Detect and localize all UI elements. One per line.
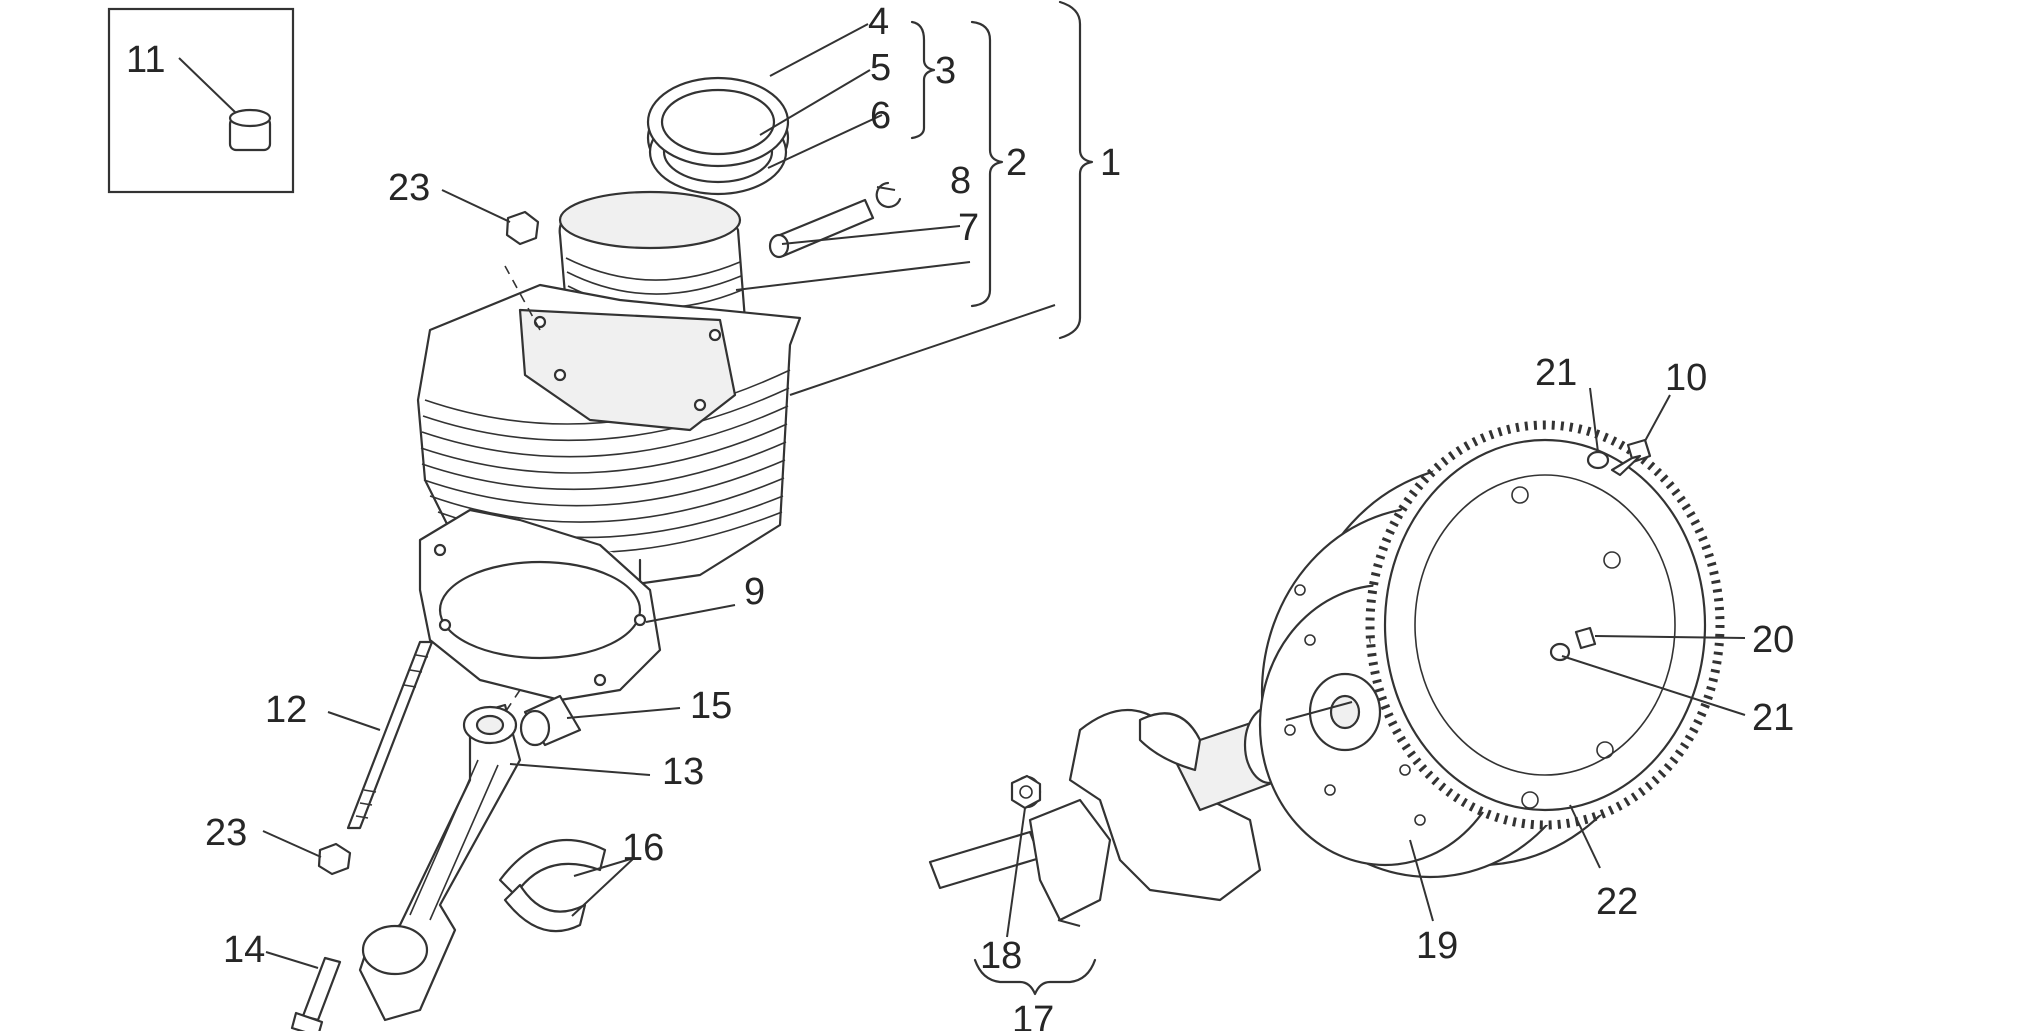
callout-7: 7 [958, 207, 979, 249]
stud [346, 640, 434, 830]
callout-2: 2 [1006, 142, 1027, 184]
brace-2 [970, 20, 1004, 308]
piston-pin [768, 198, 875, 259]
part-20-bolt [1574, 626, 1597, 650]
callout-20: 20 [1752, 619, 1794, 661]
bearing-shells [498, 838, 607, 933]
callout-21-lower: 21 [1752, 697, 1794, 739]
connecting-rod [358, 703, 522, 1022]
callout-6: 6 [870, 95, 891, 137]
callout-labels: 1 2 3 4 5 6 7 8 9 10 11 12 13 14 15 16 1… [126, 1, 1794, 1031]
callout-12: 12 [265, 689, 307, 731]
callout-3: 3 [935, 50, 956, 92]
base-gasket [418, 508, 662, 702]
callout-13: 13 [662, 751, 704, 793]
callout-21-upper: 21 [1535, 352, 1577, 394]
callout-22: 22 [1596, 881, 1638, 923]
brace-1 [1058, 0, 1094, 340]
piston-rings [646, 76, 790, 196]
callout-19: 19 [1416, 925, 1458, 967]
callout-23-upper: 23 [388, 167, 430, 209]
inset-box [107, 7, 295, 194]
conrod-bolt [290, 956, 342, 1031]
callout-11: 11 [126, 39, 165, 81]
ring-gear [1365, 420, 1725, 830]
callout-8: 8 [950, 160, 971, 202]
brace-3 [910, 20, 936, 140]
callout-16: 16 [622, 827, 664, 869]
callout-17: 17 [1012, 999, 1054, 1031]
callout-5: 5 [870, 47, 891, 89]
callout-23-lower: 23 [205, 812, 247, 854]
nut-upper [505, 210, 540, 246]
part-11-cap [228, 108, 272, 152]
callout-10: 10 [1665, 357, 1707, 399]
nut-lower [317, 842, 352, 876]
callout-9: 9 [744, 571, 765, 613]
callout-4: 4 [868, 1, 889, 43]
callout-14: 14 [223, 929, 265, 971]
leader-lines [178, 23, 1746, 969]
part-10-bolt [1610, 438, 1652, 477]
callout-18: 18 [980, 935, 1022, 977]
assembly-line [499, 265, 541, 721]
callout-1: 1 [1100, 142, 1121, 184]
brace-17 [973, 958, 1097, 996]
crankshaft [928, 705, 1297, 922]
part-18-nut [1010, 774, 1042, 810]
circlip [875, 181, 902, 209]
callout-15: 15 [690, 685, 732, 727]
small-end-bush [519, 694, 582, 747]
part-21-washer-upper [1586, 450, 1610, 470]
